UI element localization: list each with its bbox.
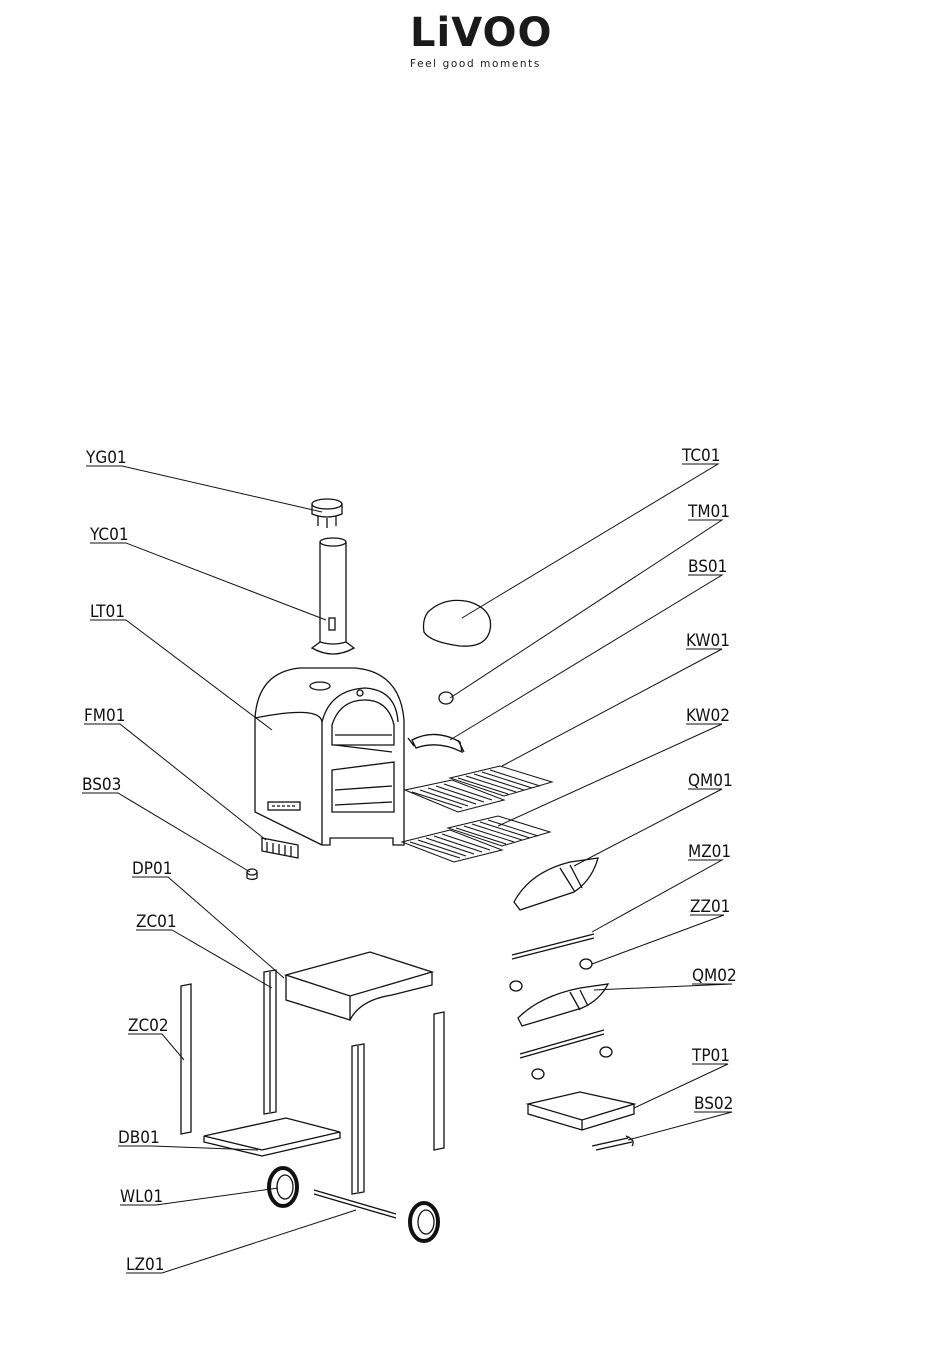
label-kw02: KW02 xyxy=(686,706,730,726)
front-vent-drawing xyxy=(262,838,298,858)
label-qm01: QM01 xyxy=(688,771,733,791)
label-bs03: BS03 xyxy=(82,775,121,795)
label-lz01: LZ01 xyxy=(126,1255,164,1275)
leader-lines xyxy=(82,464,732,1273)
nuts-drawing xyxy=(510,959,612,1079)
label-lt01: LT01 xyxy=(90,602,125,622)
wheel-axle-drawing xyxy=(314,1190,396,1218)
label-fm01: FM01 xyxy=(84,706,125,726)
label-tp01: TP01 xyxy=(691,1046,730,1066)
label-wl01: WL01 xyxy=(120,1187,163,1207)
label-yc01: YC01 xyxy=(89,525,129,545)
pin-drawing xyxy=(592,1136,633,1150)
label-zz01: ZZ01 xyxy=(690,897,730,917)
label-zc01: ZC01 xyxy=(136,912,177,932)
label-zc02: ZC02 xyxy=(128,1016,169,1036)
label-db01: DB01 xyxy=(118,1128,160,1148)
chimney-cap-drawing xyxy=(312,499,342,528)
label-qm02: QM02 xyxy=(692,966,737,986)
support-rod-drawing xyxy=(520,1030,604,1058)
grill-racks-drawing xyxy=(402,766,552,862)
ash-tray-drawing xyxy=(528,1092,634,1130)
label-tm01: TM01 xyxy=(687,502,730,522)
label-yg01: YG01 xyxy=(85,448,127,468)
label-mz01: MZ01 xyxy=(688,842,731,862)
label-kw01: KW01 xyxy=(686,631,730,651)
axle-rod-drawing xyxy=(512,934,594,959)
top-shelf-drawing xyxy=(286,952,432,1020)
label-bs02: BS02 xyxy=(694,1094,733,1114)
chimney-pipe-drawing xyxy=(312,538,354,654)
legs-drawing xyxy=(181,970,444,1194)
label-bs01: BS01 xyxy=(688,557,727,577)
label-tc01: TC01 xyxy=(681,446,720,466)
oven-body-drawing xyxy=(255,668,404,845)
bottom-shelf-drawing xyxy=(204,1118,340,1156)
label-dp01: DP01 xyxy=(132,859,172,879)
burner-tray-drawing xyxy=(514,858,598,910)
